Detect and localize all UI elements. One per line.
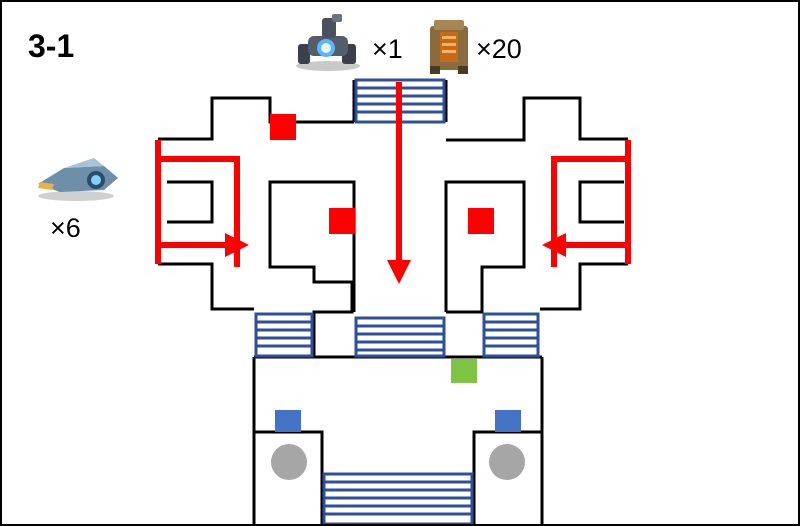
blocker-marker — [329, 208, 355, 234]
walker-mech-icon — [296, 14, 360, 71]
stairs-mid-left — [254, 312, 314, 358]
stairs-bottom — [322, 472, 474, 524]
blocker-marker — [468, 208, 494, 234]
wall-left-notch — [167, 180, 214, 224]
wall-right-notch — [578, 180, 624, 224]
hover-drone-count: ×6 — [50, 213, 81, 243]
tower-barricade-count: ×20 — [476, 34, 522, 64]
wall-right-inner — [444, 180, 526, 314]
goal-marker — [451, 359, 477, 383]
hover-drone-icon — [38, 158, 118, 201]
spawn-pad-marker — [495, 410, 521, 432]
pit-marker — [271, 444, 307, 480]
level-title: 3-1 — [28, 28, 75, 64]
pit-marker — [489, 444, 525, 480]
enemy-paths — [155, 82, 631, 284]
spawn-pad-marker — [275, 410, 301, 432]
wall-right-upper — [446, 96, 628, 142]
map-stairs — [254, 78, 540, 524]
wall-left-upper — [158, 96, 354, 141]
stairs-mid-center — [354, 316, 446, 358]
map-walls — [158, 80, 628, 524]
path-arrow-left — [155, 140, 237, 267]
stairs-mid-right — [482, 312, 540, 358]
wall-right-lower — [540, 262, 628, 311]
tower-barricade-icon — [430, 20, 468, 74]
blocker-marker — [270, 114, 296, 140]
wall-left-lower — [158, 262, 254, 311]
path-arrow-right — [554, 140, 631, 267]
walker-mech-count: ×1 — [372, 34, 403, 64]
wall-left-inner — [268, 180, 356, 357]
